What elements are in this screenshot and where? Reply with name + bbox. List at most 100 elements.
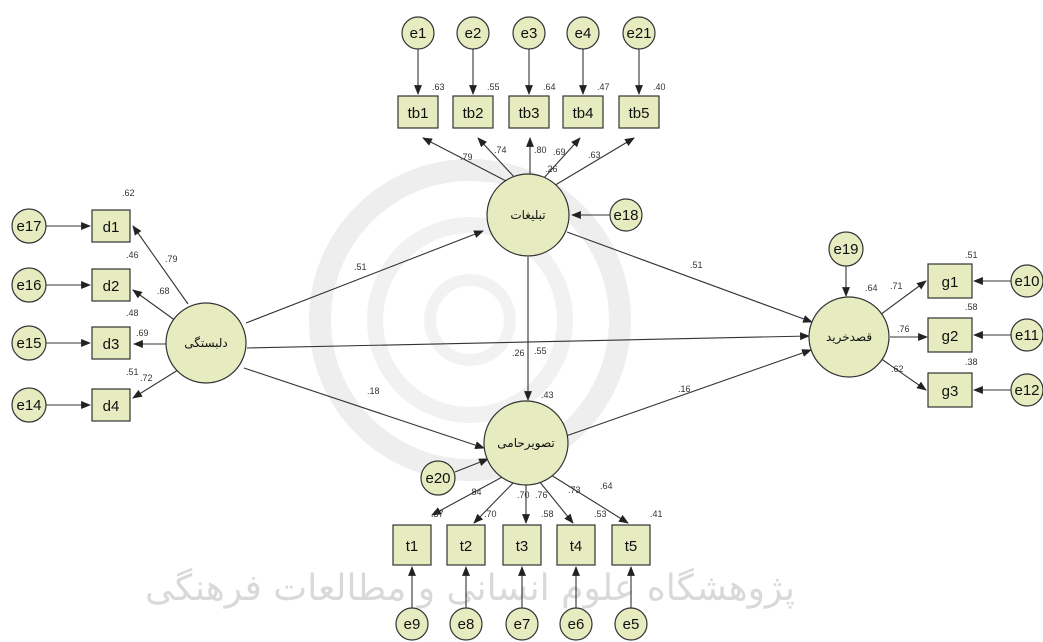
coef-p-del-qas: .26 <box>512 348 525 358</box>
coef-r-g1: .51 <box>965 250 978 260</box>
coef-r-g2: .58 <box>965 302 978 312</box>
svg-text:t3: t3 <box>516 538 529 555</box>
svg-text:e8: e8 <box>458 616 475 633</box>
indicator-t5: t5 <box>611 524 651 566</box>
svg-text:e12: e12 <box>1014 382 1039 399</box>
coef-l-tb3: .80 <box>534 145 547 155</box>
path-del-tabl <box>245 230 484 324</box>
coef-l-t3: .76 <box>535 490 548 500</box>
coef-p-del-tabl: .51 <box>354 262 367 272</box>
error-e7: e7 <box>505 607 539 641</box>
error-e14: e14 <box>11 387 47 423</box>
svg-text:d4: d4 <box>103 398 120 415</box>
loading-t4 <box>538 480 574 524</box>
coef-r-tb4: .47 <box>597 82 610 92</box>
indicator-g3: g3 <box>927 372 973 408</box>
indicator-t2: t2 <box>446 524 486 566</box>
svg-text:t5: t5 <box>625 538 638 555</box>
latent-qas-label: قصدخرید <box>826 330 872 345</box>
indicator-tb5: tb5 <box>618 95 660 129</box>
loading-t1 <box>431 474 507 516</box>
latent-qas: قصدخرید <box>808 296 890 378</box>
coef-l-t1: .84 <box>469 487 482 497</box>
svg-text:d3: d3 <box>103 336 120 353</box>
svg-text:d1: d1 <box>103 219 120 236</box>
svg-text:e16: e16 <box>16 277 41 294</box>
indicator-d1: d1 <box>91 209 131 243</box>
error-e19: e19 <box>828 231 864 267</box>
coef-l-tb5: .63 <box>588 150 601 160</box>
svg-text:e2: e2 <box>465 25 482 42</box>
coef-l-tb4: .69 <box>553 147 566 157</box>
indicator-d3: d3 <box>91 326 131 360</box>
coef-l-g1: .71 <box>890 281 903 291</box>
coef-l-tb1: .79 <box>460 152 473 162</box>
coef-r-tabl: .26 <box>545 164 558 174</box>
loading-tb2 <box>477 137 517 180</box>
coef-l-t4: .73 <box>568 485 581 495</box>
loading-g1 <box>879 280 927 316</box>
error-e2: e2 <box>456 16 490 50</box>
err-path-tas <box>454 458 489 473</box>
error-e18: e18 <box>609 198 643 232</box>
svg-text:t2: t2 <box>460 538 473 555</box>
latent-del-label: دلبستگی <box>184 336 228 350</box>
coef-r-t5: .41 <box>650 509 663 519</box>
coef-r-t3: .58 <box>541 509 554 519</box>
coef-l-g3: .62 <box>891 364 904 374</box>
watermark-text: پژوهشگاه علوم انسانی و مطالعات فرهنگی <box>145 567 795 609</box>
svg-text:e20: e20 <box>425 470 450 487</box>
indicator-t3: t3 <box>502 524 542 566</box>
coef-p-tabl-tas: .55 <box>534 346 547 356</box>
coef-r-g3: .38 <box>965 357 978 367</box>
indicator-tb3: tb3 <box>508 95 550 129</box>
error-e1: e1 <box>401 16 435 50</box>
svg-text:tb5: tb5 <box>629 105 650 122</box>
svg-text:e9: e9 <box>404 616 421 633</box>
latent-tabl-label: تبلیغات <box>510 208 545 222</box>
loading-tb5 <box>551 137 635 188</box>
loading-t5 <box>550 474 629 524</box>
latent-del: دلبستگی <box>165 302 247 384</box>
svg-text:e4: e4 <box>575 25 592 42</box>
error-e16: e16 <box>11 267 47 303</box>
error-e10: e10 <box>1010 264 1043 298</box>
svg-text:g1: g1 <box>942 274 959 291</box>
coef-r-tas: .43 <box>541 390 554 400</box>
latent-tabl: تبلیغات <box>486 173 570 257</box>
svg-text:e10: e10 <box>1014 273 1039 290</box>
coef-l-t2: .70 <box>517 490 530 500</box>
coef-r-d1: .62 <box>122 188 135 198</box>
coef-l-tb2: .74 <box>494 145 507 155</box>
error-e15: e15 <box>11 325 47 361</box>
svg-text:e19: e19 <box>833 241 858 258</box>
coef-l-t5: .64 <box>600 481 613 491</box>
error-e9: e9 <box>395 607 429 641</box>
coef-r-tb5: .40 <box>653 82 666 92</box>
svg-text:e5: e5 <box>623 616 640 633</box>
coef-r-tb1: .63 <box>432 82 445 92</box>
coef-p-tabl-qas: .51 <box>690 260 703 270</box>
loading-d4 <box>132 369 179 399</box>
indicator-t1: t1 <box>392 524 432 566</box>
error-e11: e11 <box>1010 318 1043 352</box>
indicator-g2: g2 <box>927 317 973 353</box>
indicator-g1: g1 <box>927 263 973 299</box>
error-e12: e12 <box>1010 373 1043 407</box>
svg-text:e17: e17 <box>16 218 41 235</box>
coef-p-del-tas: .18 <box>367 386 380 396</box>
indicator-tb1: tb1 <box>397 95 439 129</box>
latent-tas: تصویرحامی <box>483 400 569 486</box>
coefficient-labels: .63 .55 .64 .47 .40 .79 .74 .80 .69 .63 … <box>122 82 978 519</box>
svg-text:e14: e14 <box>16 397 41 414</box>
svg-text:e21: e21 <box>626 25 651 42</box>
coef-l-d1: .79 <box>165 254 178 264</box>
path-tas-qas <box>565 349 812 437</box>
svg-text:tb1: tb1 <box>408 105 429 122</box>
coef-r-tb2: .55 <box>487 82 500 92</box>
path-tabl-qas <box>566 231 813 323</box>
indicator-t4: t4 <box>556 524 596 566</box>
coef-r-qas: .64 <box>865 283 878 293</box>
coef-r-d3: .48 <box>126 308 139 318</box>
